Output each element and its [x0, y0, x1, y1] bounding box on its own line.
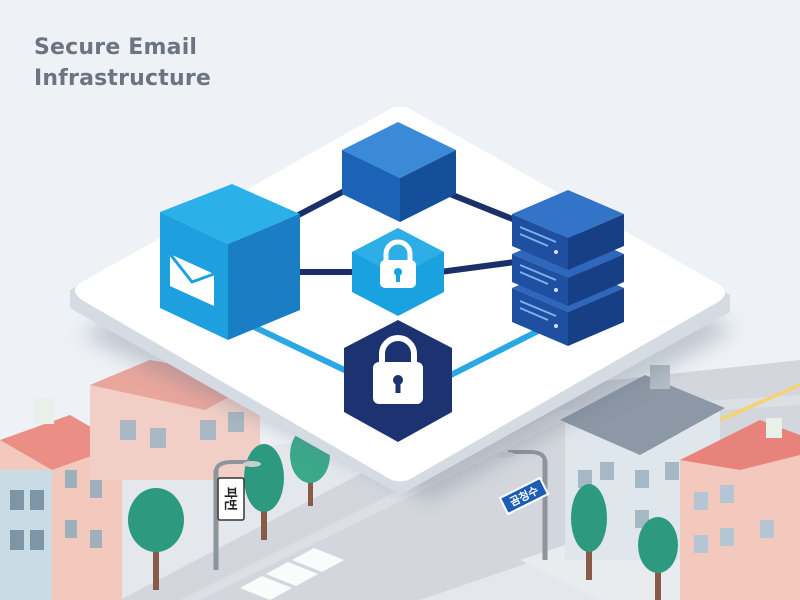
lock-icon — [373, 335, 423, 404]
crosswalk — [240, 548, 344, 600]
street-sign-left-text: 파번 — [222, 487, 237, 511]
tree-icon — [571, 484, 607, 580]
lock-hexagon-light — [352, 228, 444, 316]
title-line-2: Infrastructure — [34, 66, 212, 91]
street-lamp-icon — [213, 460, 261, 570]
server-stack — [512, 190, 624, 346]
street-sign-right: 곰청수 — [498, 476, 550, 516]
lock-hexagon-dark — [344, 320, 452, 442]
street-sign-left: 파번 — [217, 477, 245, 521]
lock-icon — [380, 239, 416, 288]
tree-icon — [128, 488, 184, 590]
envelope-icon — [168, 253, 215, 306]
tree-icon — [638, 517, 678, 600]
page-title: Secure Email Infrastructure — [34, 32, 211, 94]
data-node-cube — [342, 122, 456, 222]
house-right-pink — [680, 418, 800, 600]
server-icon — [512, 190, 624, 270]
mail-server-cube — [160, 184, 300, 340]
tree-icon — [244, 444, 284, 540]
title-line-1: Secure Email — [34, 35, 198, 60]
